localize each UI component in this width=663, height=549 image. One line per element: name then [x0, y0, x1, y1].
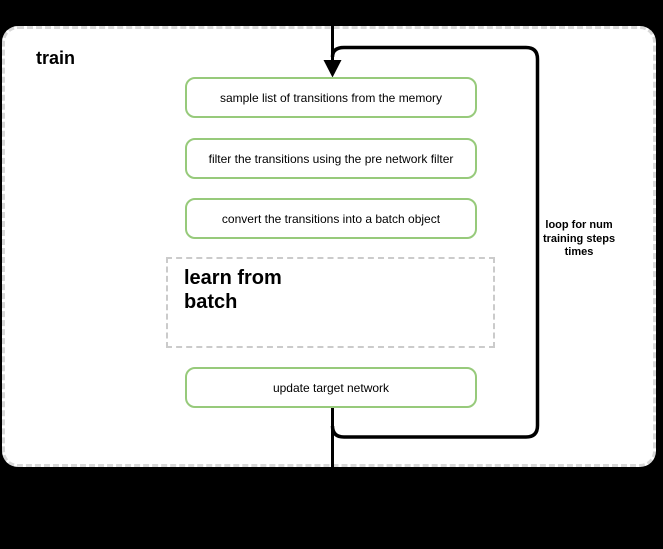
learn-from-batch-group: learn from batch: [166, 257, 495, 348]
loop-annotation: loop for num training steps times: [529, 219, 629, 260]
learn-from-batch-group-label-line1: learn from: [184, 267, 282, 289]
step-convert-to-batch: convert the transitions into a batch obj…: [185, 198, 477, 239]
loop-annotation-line1: loop for num: [545, 219, 613, 231]
step-update-target-network-label: update target network: [272, 380, 390, 395]
loop-annotation-line2: training steps: [542, 232, 616, 245]
step-sample-transitions: sample list of transitions from the memo…: [185, 77, 477, 118]
step-sample-transitions-label: sample list of transitions from the memo…: [219, 90, 443, 105]
train-container-label: train: [36, 48, 76, 68]
step-update-target-network: update target network: [185, 367, 477, 408]
step-convert-to-batch-label: convert the transitions into a batch obj…: [221, 211, 441, 226]
step-filter-transitions: filter the transitions using the pre net…: [185, 138, 477, 179]
learn-from-batch-group-label-line2: batch: [184, 291, 238, 313]
step-filter-transitions-label: filter the transitions using the pre net…: [208, 151, 454, 166]
loop-annotation-line3: times: [564, 246, 594, 258]
